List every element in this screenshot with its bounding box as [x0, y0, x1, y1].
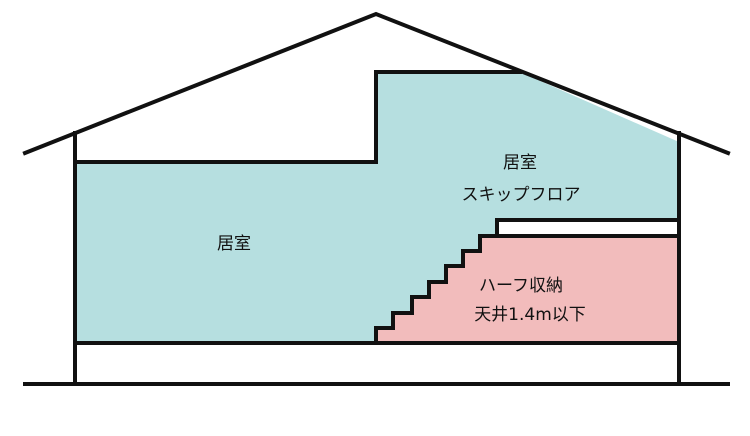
room-left-label: 居室 — [217, 234, 251, 254]
skip-floor-label-line1: 居室 — [503, 153, 537, 173]
skip-floor-slab — [495, 218, 681, 238]
half-storage-area — [376, 236, 679, 343]
structure-lines — [22, 11, 731, 386]
room-left-area — [75, 162, 376, 343]
storage-label-line1: ハーフ収納 — [479, 276, 563, 296]
staircase — [374, 234, 681, 345]
skip-floor-ceiling — [374, 70, 522, 164]
roof-line — [22, 11, 731, 156]
skip-floor-label-line2: スキップフロア — [462, 185, 581, 205]
storage-label-line2: 天井1.4m以下 — [474, 305, 586, 325]
